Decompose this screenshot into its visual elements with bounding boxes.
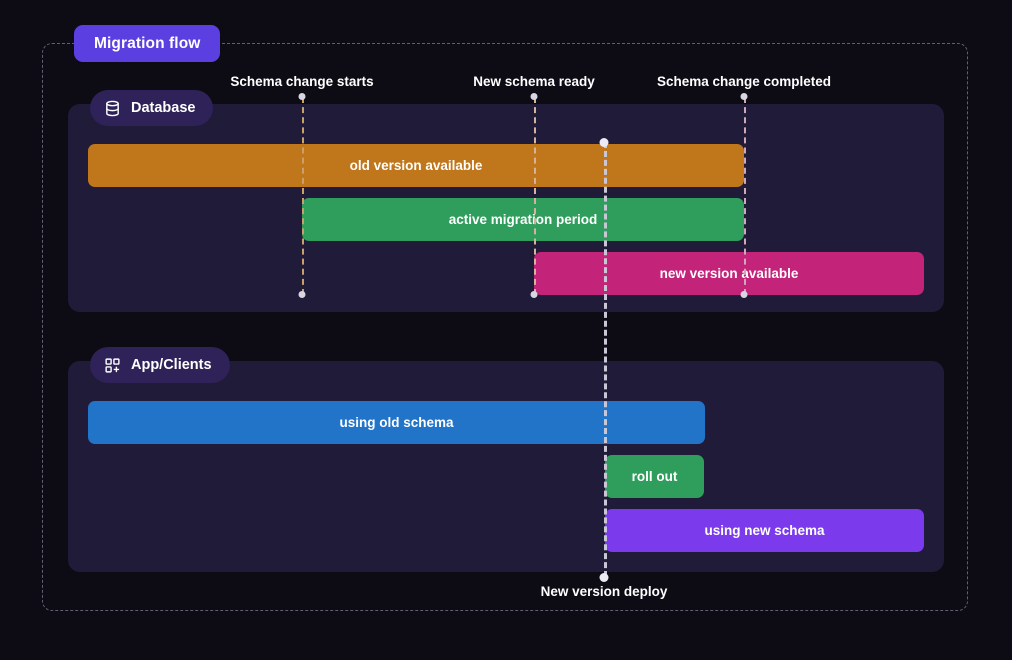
milestone-dot-bottom-0 [298, 291, 306, 298]
timeline-bar-database-1[interactable]: active migration period [302, 198, 744, 241]
timeline-bar-database-0[interactable]: old version available [88, 144, 744, 187]
milestone-dot-top-1 [530, 93, 538, 100]
milestone-label-0: Schema change starts [230, 74, 374, 89]
milestone-line-2 [744, 97, 746, 295]
database-icon [104, 100, 121, 117]
layout-plus-icon [104, 357, 121, 374]
timeline-bar-label: new version available [659, 266, 799, 281]
milestone-line-1 [534, 97, 536, 295]
deploy-marker-label: New version deploy [540, 584, 668, 599]
milestone-dot-bottom-1 [530, 291, 538, 298]
milestone-label-1: New schema ready [473, 74, 595, 89]
milestone-line-0 [302, 97, 304, 295]
section-label-app-clients: App/Clients [90, 347, 230, 383]
timeline-bar-label: old version available [349, 158, 483, 173]
milestone-label-2: Schema change completed [656, 74, 832, 89]
timeline-bar-app-clients-2[interactable]: using new schema [605, 509, 924, 552]
timeline-bar-app-clients-1[interactable]: roll out [605, 455, 704, 498]
timeline-bar-label: using old schema [339, 415, 454, 430]
milestone-dot-bottom-2 [740, 291, 748, 298]
deploy-marker-dot-top [599, 138, 609, 147]
diagram-title-pill: Migration flow [74, 25, 221, 62]
section-label-database: Database [90, 90, 214, 126]
section-label-text-app-clients: App/Clients [131, 357, 212, 373]
timeline-bar-label: using new schema [704, 523, 825, 538]
diagram-outer-frame [42, 43, 968, 611]
section-label-text-database: Database [131, 100, 196, 116]
diagram-title-label: Migration flow [94, 34, 201, 52]
timeline-bar-database-2[interactable]: new version available [534, 252, 924, 295]
timeline-bar-app-clients-0[interactable]: using old schema [88, 401, 705, 444]
milestone-dot-top-0 [298, 93, 306, 100]
timeline-bar-label: active migration period [448, 212, 598, 227]
timeline-bar-label: roll out [631, 469, 678, 484]
deploy-marker-dot-bottom [599, 573, 609, 582]
milestone-dot-top-2 [740, 93, 748, 100]
deploy-marker-line [604, 142, 607, 577]
